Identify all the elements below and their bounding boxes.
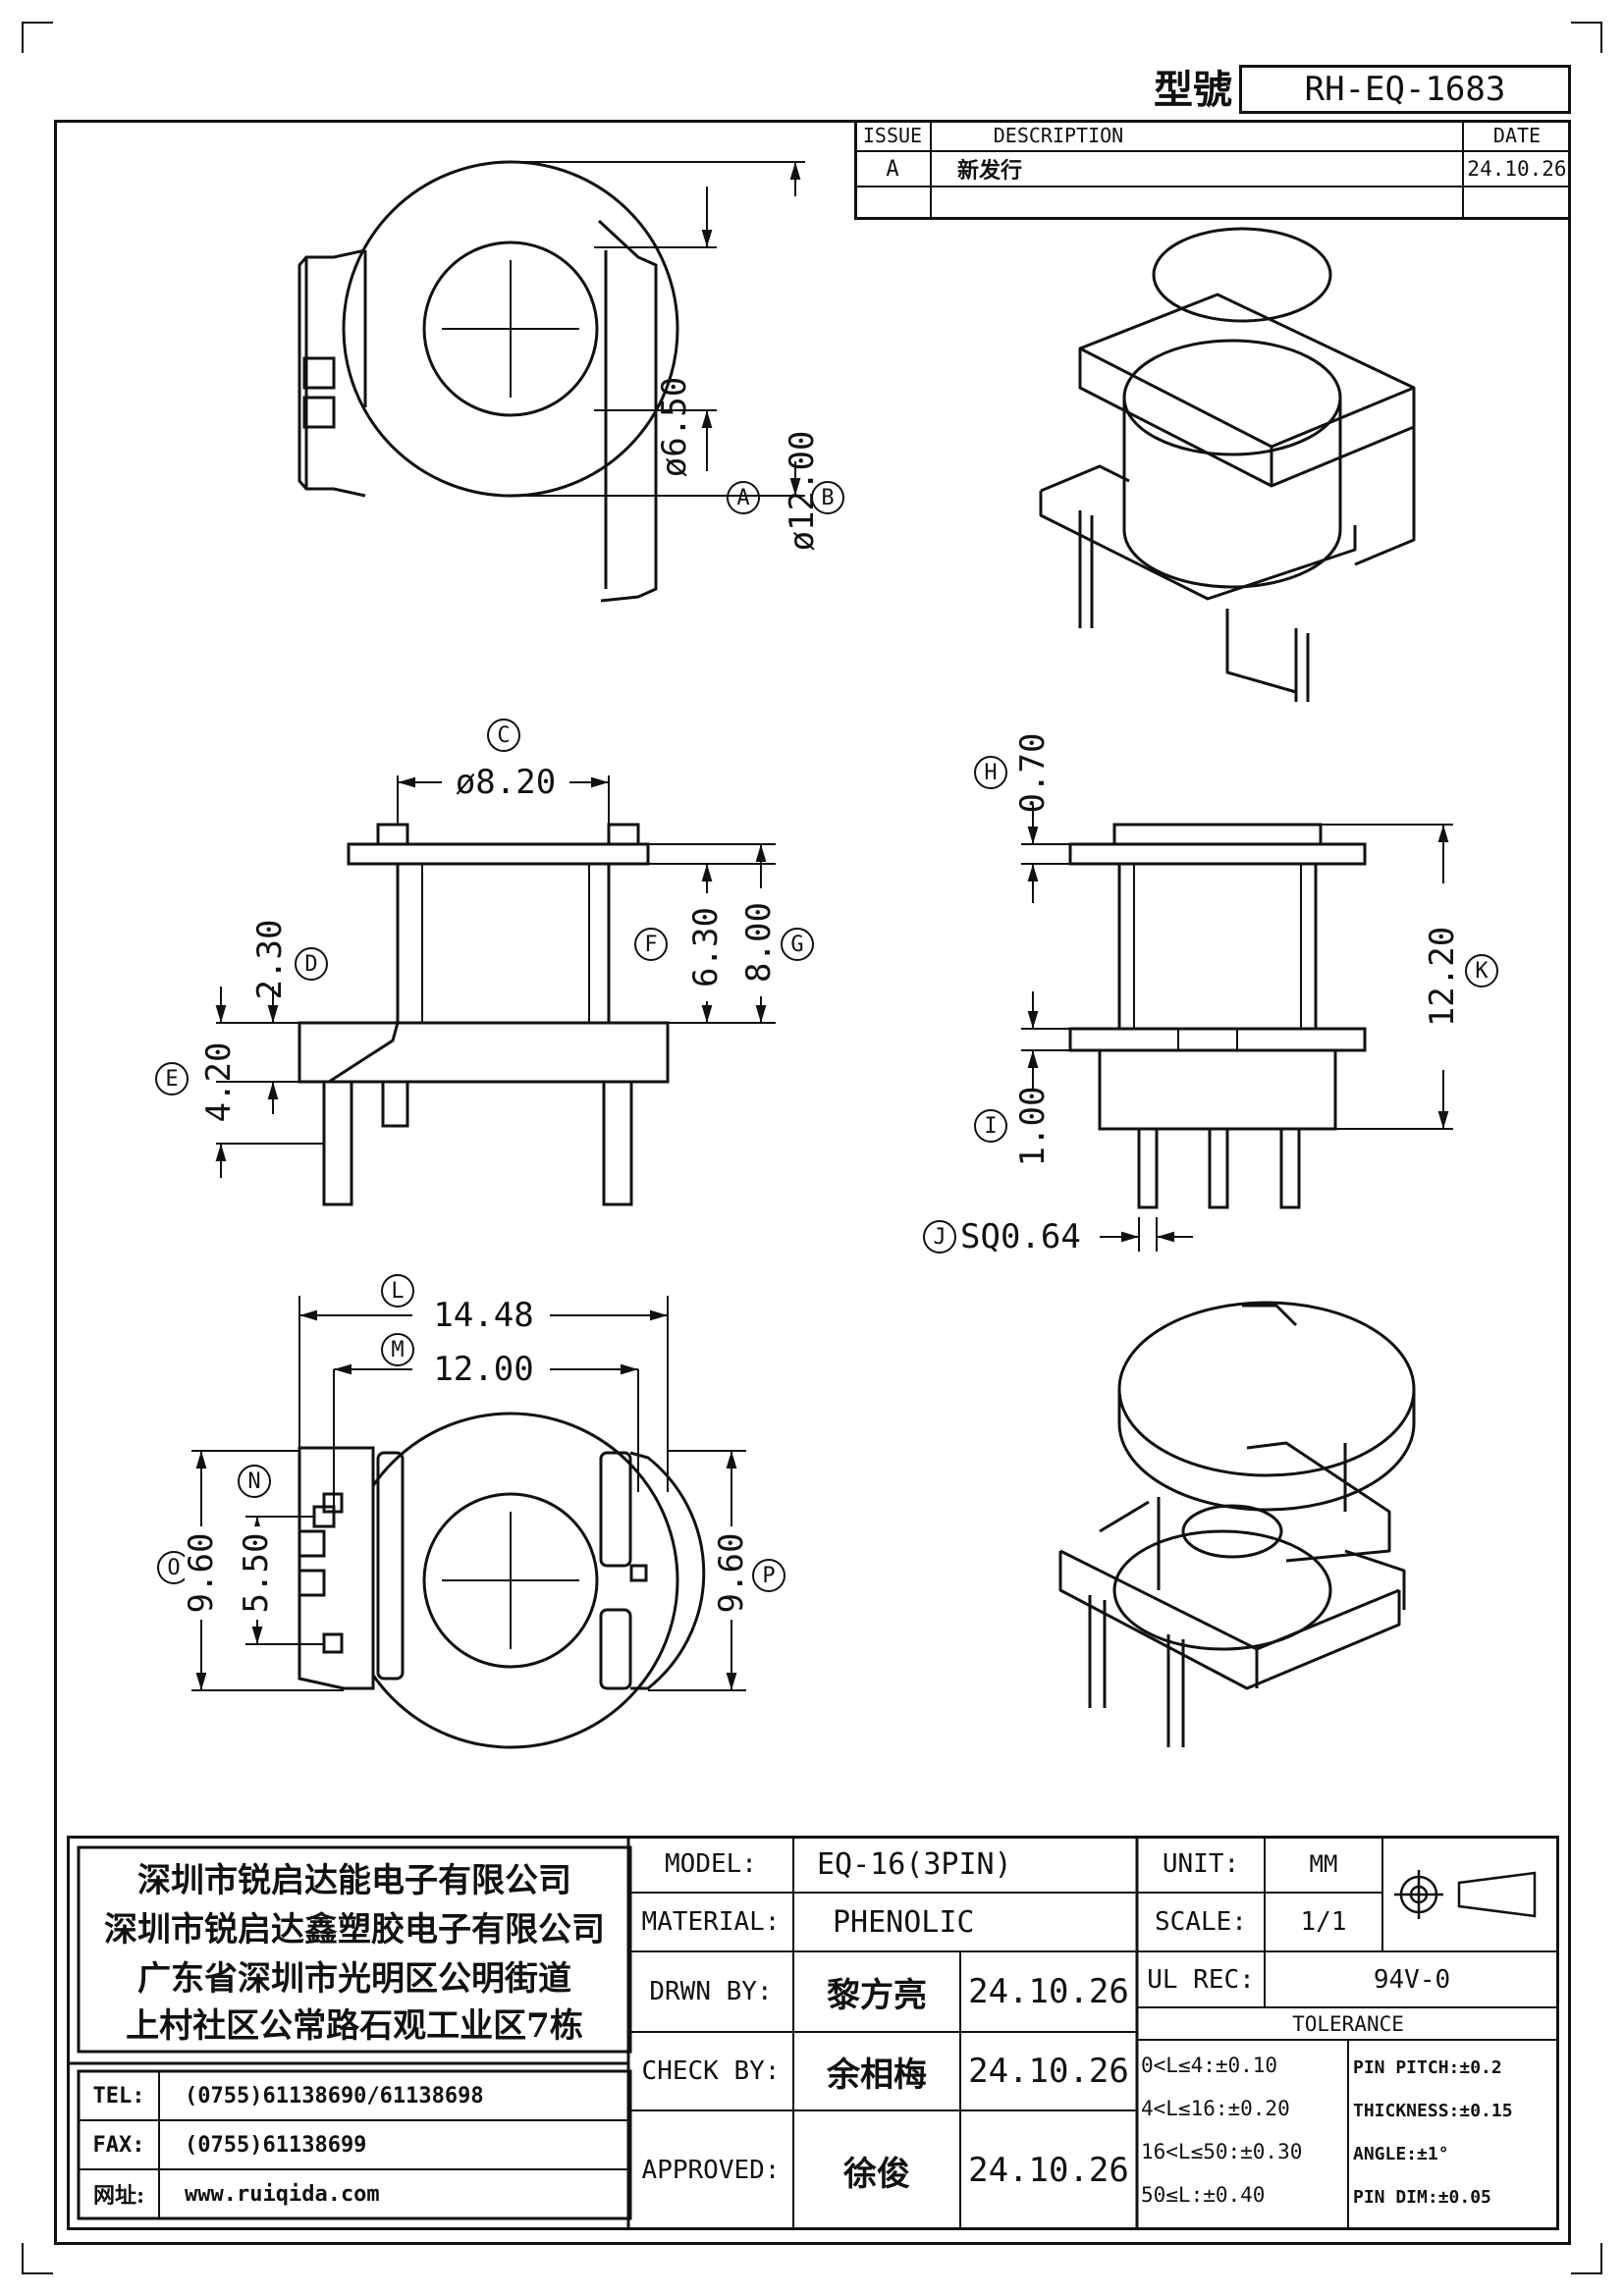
tolerance-4: 50≤L:±0.40 [1141, 2183, 1266, 2207]
approved-label: APPROVED: [641, 2156, 781, 2185]
bottom-view [191, 1296, 746, 1749]
check-by-date: 24.10.26 [968, 2052, 1129, 2091]
revision-col-description: DESCRIPTION [993, 124, 1124, 147]
dim-I-marker: I [974, 1109, 1007, 1143]
dim-G-marker: G [781, 928, 814, 961]
dim-H-marker: H [974, 756, 1007, 789]
scale-value: 1/1 [1300, 1907, 1347, 1937]
model-number-box: RH-EQ-1683 [1239, 65, 1571, 114]
revision-row-description: 新发行 [956, 158, 1022, 184]
dim-L-value: 14.48 [417, 1296, 550, 1335]
fax-label: FAX: [92, 2132, 145, 2158]
dim-F-marker: F [634, 928, 668, 961]
tolerance-angle: ANGLE:±1° [1353, 2143, 1449, 2164]
drawn-by-name: 黎方亮 [827, 1975, 927, 2015]
title-block-lines [67, 1836, 1559, 2230]
title-block: 深圳市锐启达能电子有限公司 深圳市锐启达鑫塑胶电子有限公司 广东省深圳市光明区公… [67, 1836, 1559, 2230]
dim-N-marker: N [238, 1465, 271, 1498]
model-number-label: 型號 [1154, 67, 1232, 113]
website-value: www.ruiqida.com [185, 2181, 380, 2207]
dim-M-marker: M [381, 1333, 414, 1366]
revision-row-issue: A [886, 156, 899, 182]
dim-B-marker: B [811, 481, 844, 514]
tel-label: TEL: [92, 2083, 145, 2109]
unit-label: UNIT: [1162, 1849, 1240, 1879]
dim-N-value: 5.50 [237, 1526, 276, 1620]
dim-G-value: 8.00 [739, 888, 779, 996]
dim-L-marker: L [381, 1274, 414, 1308]
tolerance-label: TOLERANCE [1292, 2011, 1404, 2036]
dim-M-value: 12.00 [417, 1350, 550, 1389]
dim-E-value: 4.20 [199, 1041, 239, 1123]
dim-A-value: ø6.50 [655, 376, 694, 478]
ul-rec-value: 94V-0 [1373, 1964, 1451, 1995]
tolerance-thickness: THICKNESS:±0.15 [1353, 2100, 1513, 2121]
check-by-name: 余相梅 [827, 2055, 927, 2095]
tolerance-pin-pitch: PIN PITCH:±0.2 [1353, 2056, 1502, 2078]
dim-C-value: ø8.20 [442, 763, 569, 802]
side-view [1021, 805, 1453, 1252]
tolerance-pin-dim: PIN DIM:±0.05 [1353, 2186, 1491, 2208]
dim-J-value: SQ0.64 [960, 1217, 1081, 1256]
approved-name: 徐俊 [843, 2154, 910, 2194]
dim-F-value: 6.30 [686, 893, 726, 1001]
dim-P-marker: P [752, 1559, 785, 1592]
approved-date: 24.10.26 [968, 2151, 1129, 2190]
corner-mark-tr [1571, 22, 1602, 53]
company-name-2: 深圳市锐启达鑫塑胶电子有限公司 [104, 1909, 605, 1949]
fax-value: (0755)61138699 [185, 2132, 367, 2158]
company-name-1: 深圳市锐启达能电子有限公司 [137, 1860, 571, 1900]
dim-C-marker: C [487, 719, 520, 752]
corner-mark-tl [22, 22, 53, 53]
dim-P-value: 9.60 [712, 1526, 751, 1620]
tolerance-1: 0<L≤4:±0.10 [1141, 2054, 1278, 2077]
top-view [298, 160, 805, 603]
revision-col-issue: ISSUE [862, 124, 923, 147]
material-value: PHENOLIC [833, 1904, 975, 1940]
dim-O-value: 9.60 [182, 1526, 221, 1620]
isometric-view-top [1039, 227, 1416, 702]
dim-D-marker: D [295, 947, 328, 981]
dim-A-marker: A [727, 481, 760, 514]
drawn-by-date: 24.10.26 [968, 1972, 1129, 2011]
dim-D-value: 2.30 [250, 919, 290, 1000]
revision-table: ISSUE DESCRIPTION DATE A 新发行 24.10.26 [854, 120, 1571, 220]
tolerance-3: 16<L≤50:±0.30 [1141, 2140, 1303, 2163]
dim-E-marker: E [155, 1062, 189, 1095]
front-view [215, 775, 776, 1206]
dim-K-value: 12.20 [1423, 913, 1462, 1041]
projection-symbol [1394, 1870, 1537, 1919]
isometric-view-bottom [1058, 1301, 1416, 1747]
company-address-1: 广东省深圳市光明区公明街道 [137, 1958, 571, 1999]
tel-value: (0755)61138690/61138698 [185, 2083, 484, 2109]
scale-label: SCALE: [1155, 1907, 1247, 1937]
model-label: MODEL: [665, 1849, 757, 1879]
tolerance-2: 4<L≤16:±0.20 [1141, 2097, 1290, 2120]
drawn-by-label: DRWN BY: [649, 1977, 773, 2006]
unit-value: MM [1309, 1850, 1338, 1878]
revision-col-date: DATE [1492, 124, 1542, 147]
company-address-2: 上村社区公常路石观工业区7栋 [126, 2005, 583, 2046]
website-label: 网址: [92, 2183, 145, 2209]
material-label: MATERIAL: [641, 1907, 781, 1937]
check-by-label: CHECK BY: [641, 2056, 781, 2086]
corner-mark-br [1571, 2243, 1602, 2274]
corner-mark-bl [22, 2243, 53, 2274]
model-value: EQ-16(3PIN) [817, 1846, 1012, 1882]
drawing-frame [54, 120, 1571, 2245]
technical-drawing [191, 160, 1453, 1749]
dim-K-marker: K [1465, 954, 1498, 988]
dim-J-marker: J [923, 1220, 956, 1254]
revision-table-lines [854, 120, 1571, 220]
ul-rec-label: UL REC: [1147, 1964, 1255, 1995]
dim-H-value: 0.70 [1013, 732, 1053, 814]
revision-row-date: 24.10.26 [1467, 157, 1567, 181]
dim-I-value: 1.00 [1013, 1086, 1053, 1167]
